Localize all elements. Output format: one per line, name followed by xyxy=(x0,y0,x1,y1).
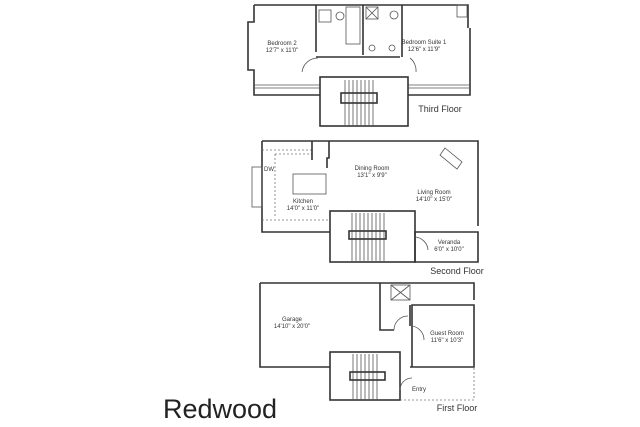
appliance-label: DW xyxy=(264,167,274,173)
room-size: 14'10" x 20'0" xyxy=(274,324,310,330)
plan-title: Redwood xyxy=(163,394,277,424)
room-label: Bedroom 2 xyxy=(267,41,297,47)
room-label: Kitchen xyxy=(293,199,313,205)
room-size: 14'10" x 15'0" xyxy=(416,197,452,203)
room-label: Entry xyxy=(412,387,426,393)
room-size: 13'1" x 9'9" xyxy=(357,173,387,179)
room-label: Veranda xyxy=(438,240,461,246)
third-floor-plan: Bedroom 2 12'7" x 11'0" Bedroom Suite 1 … xyxy=(247,4,471,127)
floor-label: Third Floor xyxy=(418,104,462,114)
floor-label: Second Floor xyxy=(430,266,484,276)
floor-label: First Floor xyxy=(437,403,478,413)
room-label: Garage xyxy=(282,317,303,323)
room-size: 14'0" x 11'0" xyxy=(287,206,319,212)
second-floor-plan: DW Dining Room 13'1" x 9'9" Living Room … xyxy=(251,140,484,276)
room-size: 12'6" x 11'9" xyxy=(408,47,440,53)
room-label: Guest Room xyxy=(430,331,464,337)
room-size: 6'0" x 10'0" xyxy=(434,247,464,253)
room-size: 12'7" x 11'0" xyxy=(266,48,298,54)
room-label: Bedroom Suite 1 xyxy=(402,40,447,46)
room-label: Living Room xyxy=(417,190,450,196)
room-label: Dining Room xyxy=(355,166,390,172)
first-floor-plan: Garage 14'10" x 20'0" Guest Room 11'6" x… xyxy=(259,282,478,413)
room-size: 11'6" x 10'3" xyxy=(431,338,463,344)
